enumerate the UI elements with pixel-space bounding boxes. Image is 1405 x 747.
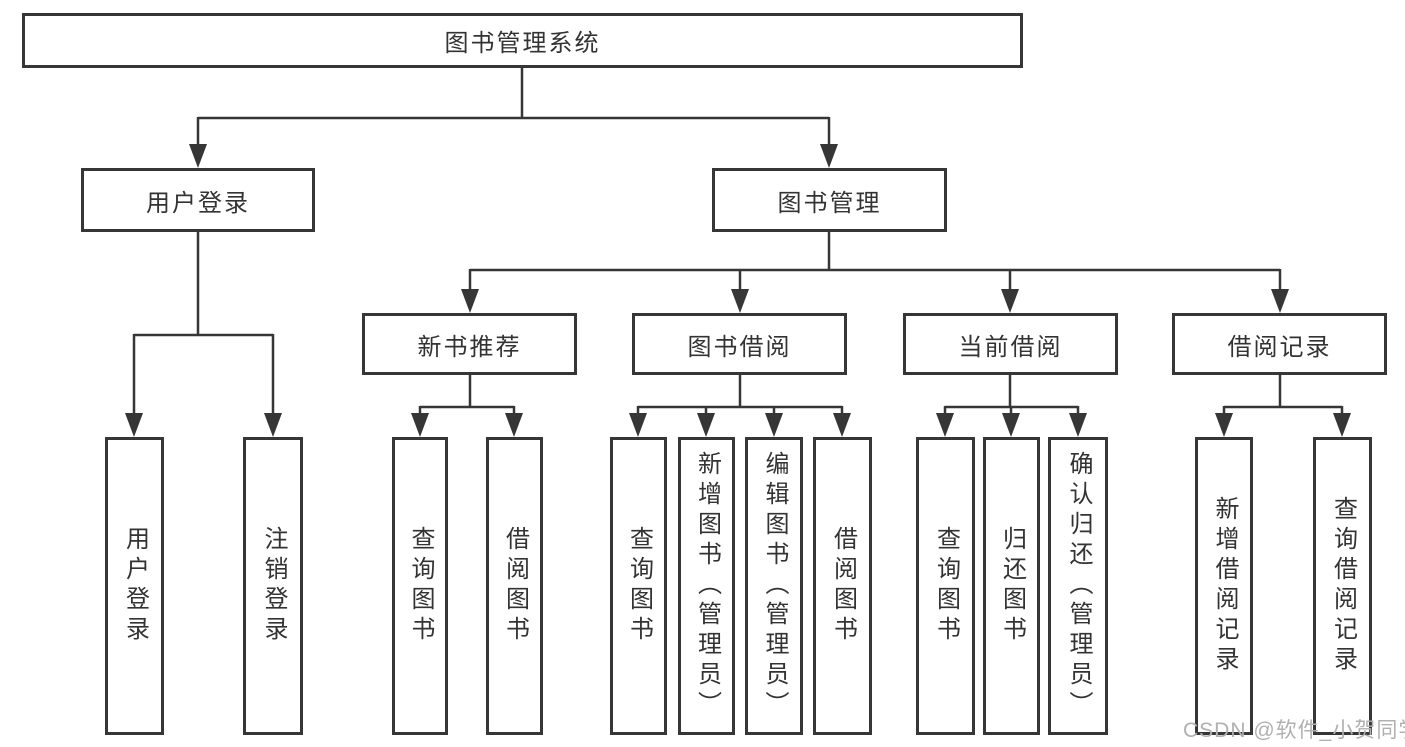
leaf-br-query-record: 查询借阅记录 xyxy=(1313,437,1372,735)
node-book-management: 图书管理 xyxy=(712,168,947,232)
node-label: 查询图书 xyxy=(407,526,434,646)
node-label: 图书管理系统 xyxy=(444,30,601,57)
leaf-bb-borrow-books: 借阅图书 xyxy=(813,437,872,735)
leaf-nbr-borrow-books: 借阅图书 xyxy=(486,437,543,735)
node-label: 归还图书 xyxy=(998,526,1026,646)
leaf-cb-return-books: 归还图书 xyxy=(983,437,1040,735)
node-user-login: 用户登录 xyxy=(81,168,315,232)
leaf-logout: 注销登录 xyxy=(243,437,303,735)
leaf-bb-add-books-admin: 新增图书（管理员） xyxy=(678,437,735,735)
node-label: 新增借阅记录 xyxy=(1211,496,1238,676)
node-label: 新书推荐 xyxy=(417,333,522,361)
node-label: 注销登录 xyxy=(260,526,287,646)
node-label: 图书借阅 xyxy=(687,333,792,361)
node-current-borrow: 当前借阅 xyxy=(903,313,1118,375)
node-label: 查询图书 xyxy=(625,526,653,646)
node-label: 当前借阅 xyxy=(958,333,1063,361)
node-borrow-records: 借阅记录 xyxy=(1172,313,1387,375)
node-label: 新增图书（管理员） xyxy=(693,451,721,721)
leaf-bb-query-books: 查询图书 xyxy=(610,437,667,735)
leaf-cb-confirm-return-admin: 确认归还（管理员） xyxy=(1048,437,1108,735)
leaf-user-login: 用户登录 xyxy=(105,437,164,735)
leaf-br-add-record: 新增借阅记录 xyxy=(1195,437,1253,735)
node-label: 确认归还（管理员） xyxy=(1065,451,1092,721)
node-label: 查询借阅记录 xyxy=(1329,496,1357,676)
node-label: 用户登录 xyxy=(146,189,250,217)
node-label: 图书管理 xyxy=(777,189,882,217)
node-label: 查询图书 xyxy=(932,526,960,646)
node-label: 用户登录 xyxy=(121,526,149,646)
node-label: 借阅记录 xyxy=(1227,333,1332,361)
leaf-cb-query-books: 查询图书 xyxy=(916,437,975,735)
node-book-borrow: 图书借阅 xyxy=(632,313,847,375)
node-label: 编辑图书（管理员） xyxy=(761,451,788,721)
csdn-watermark: CSDN @软件_小贺同学 xyxy=(1183,719,1405,742)
node-new-book-recommend: 新书推荐 xyxy=(362,313,577,375)
node-library-system: 图书管理系统 xyxy=(22,13,1023,68)
node-label: 借阅图书 xyxy=(501,526,529,646)
node-label: 借阅图书 xyxy=(829,526,857,646)
leaf-bb-edit-books-admin: 编辑图书（管理员） xyxy=(745,437,803,735)
leaf-nbr-query-books: 查询图书 xyxy=(392,437,448,735)
